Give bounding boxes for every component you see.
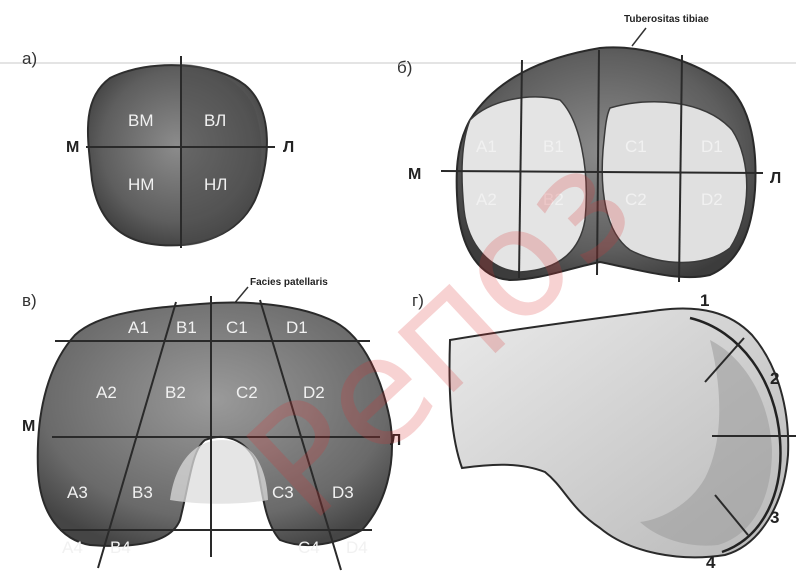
panel-v-label: в) [22,291,37,310]
medial-label: М [66,139,79,156]
zone-label-B4: B4 [110,538,131,557]
zone-label-bottom-lateral: НЛ [204,175,227,194]
medial-label: М [408,166,421,183]
zone-label-D4: D4 [346,538,368,557]
zone-label-B2: B2 [165,383,186,402]
marker-number-4: 4 [706,553,716,572]
zone-label-D2: D2 [701,190,723,209]
zone-label-B1: B1 [176,318,197,337]
lateral-label: Л [770,170,781,187]
zone-label-bottom-medial: НМ [128,175,154,194]
tuberosity-note: Tuberositas tibiae [624,14,709,25]
zone-label-C1: C1 [625,137,647,156]
patellar-facies-note: Facies patellaris [250,277,328,288]
lateral-label: Л [283,139,294,156]
marker-number-1: 1 [700,291,709,310]
marker-number-3: 3 [770,508,779,527]
zone-label-B3: B3 [132,483,153,502]
panel-a: а) ВМ ВЛ НМ НЛ М Л [22,49,294,248]
tuberosity-pointer [632,28,646,46]
panel-b-label: б) [397,58,412,77]
zone-label-A1: A1 [476,137,497,156]
zone-label-A3: A3 [67,483,88,502]
panel-a-label: а) [22,49,37,68]
zone-label-A4: A4 [62,538,83,557]
zone-label-top-lateral: ВЛ [204,111,226,130]
medial-label: М [22,418,35,435]
zone-label-A2: A2 [96,383,117,402]
zone-label-top-medial: ВМ [128,111,154,130]
zone-label-A1: A1 [128,318,149,337]
zone-label-C4: C4 [298,538,320,557]
zone-label-D1: D1 [286,318,308,337]
marker-number-2: 2 [770,369,779,388]
zone-label-D1: D1 [701,137,723,156]
zone-label-C1: C1 [226,318,248,337]
